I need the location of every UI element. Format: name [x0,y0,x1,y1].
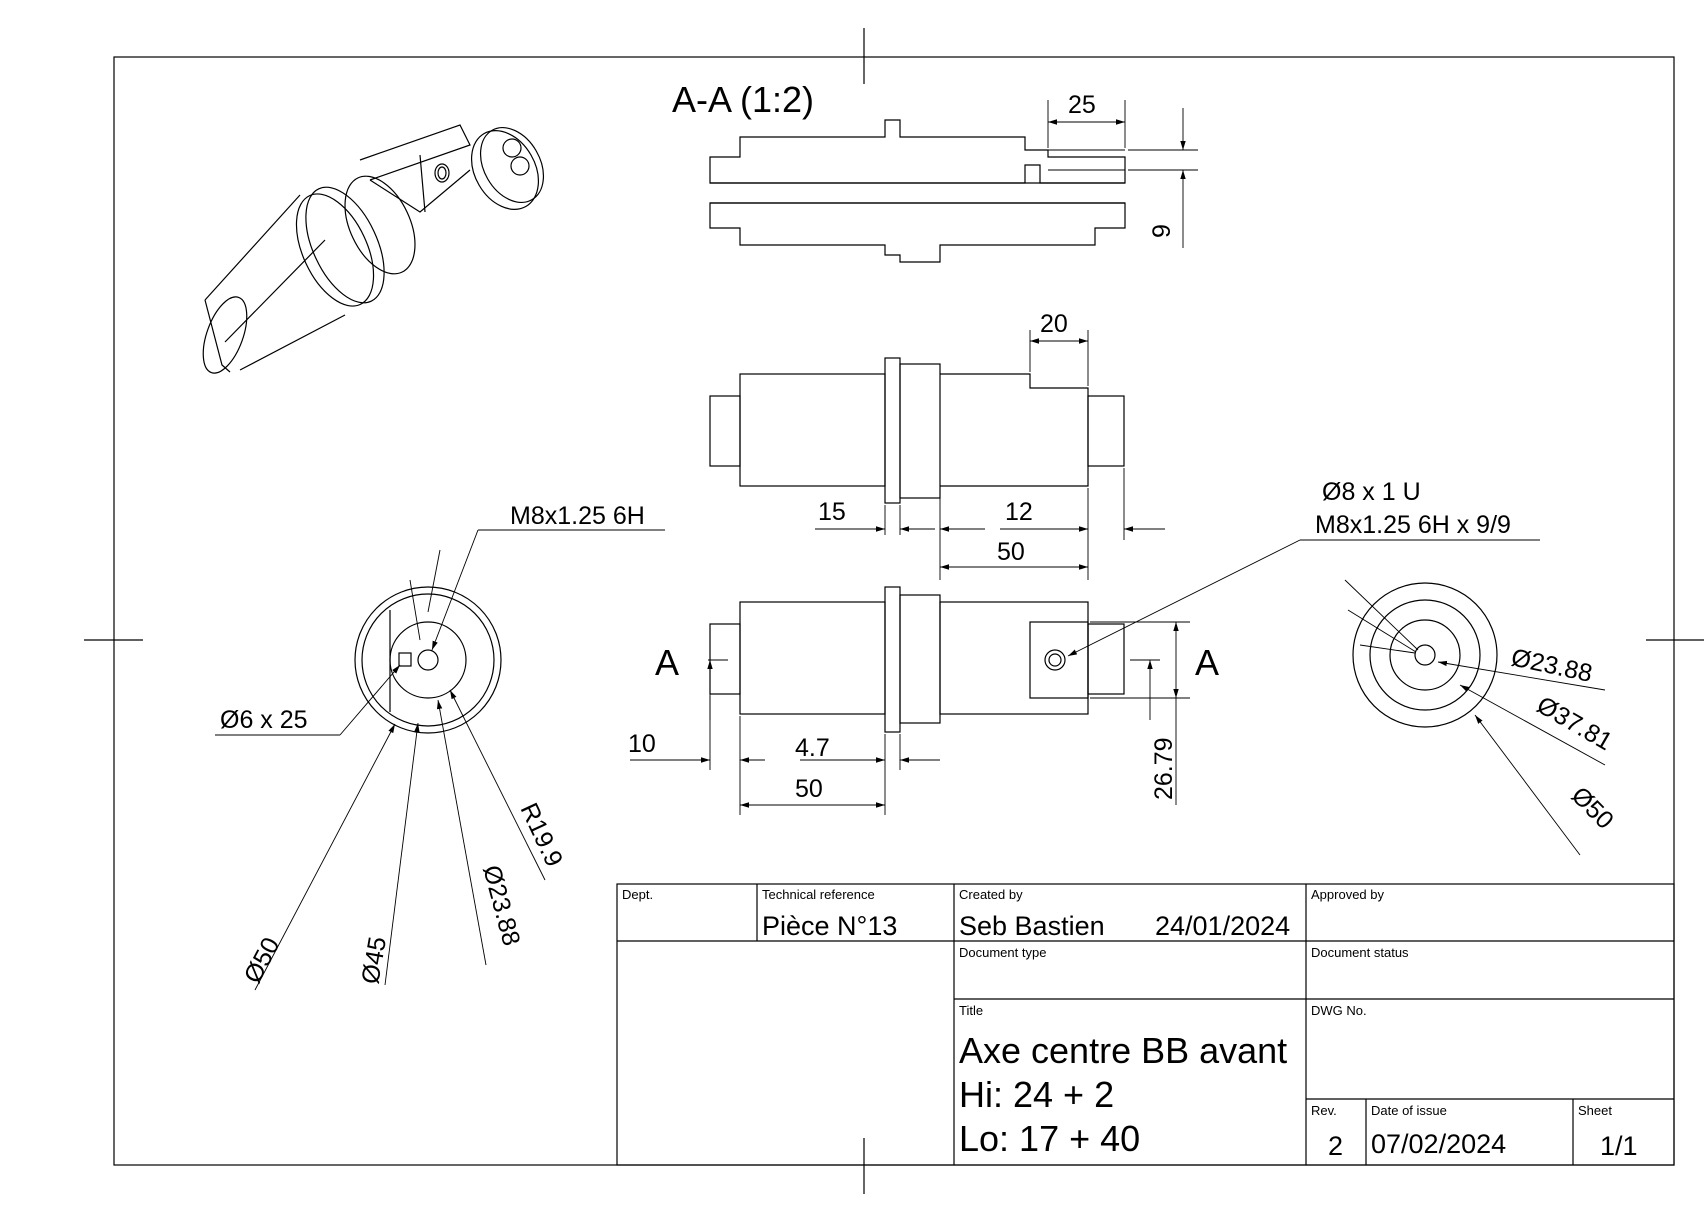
isometric-view [202,124,545,374]
dim-4-7: 4.7 [795,734,830,762]
dim-20: 20 [1040,310,1068,338]
dim-25: 25 [1068,91,1096,119]
dim-15: 15 [818,498,846,526]
dim-26-79: 26.79 [1150,737,1178,800]
section-title: A-A (1:2) [672,79,814,120]
title-line-1: Axe centre BB avant [959,1030,1287,1071]
dim-d50-right: Ø50 [1566,781,1619,834]
doctype-label: Document type [959,945,1046,960]
title-block [616,883,1675,1166]
issue-label: Date of issue [1371,1103,1447,1118]
dim-9: 9 [1148,224,1176,238]
title-line-3: Lo: 17 + 40 [959,1118,1140,1159]
dwg-label: DWG No. [1311,1003,1367,1018]
callout-thread-left: M8x1.25 6H [510,502,645,530]
callout-hole-left: Ø6 x 25 [220,706,308,734]
issue-value: 07/02/2024 [1371,1129,1506,1159]
rev-label: Rev. [1311,1103,1337,1118]
rev-value: 2 [1328,1131,1343,1161]
title-label: Title [959,1003,983,1018]
techref-label: Technical reference [762,887,875,902]
dept-label: Dept. [622,887,653,902]
dim-d45-left: Ø45 [356,935,392,986]
section-view [709,100,1198,263]
right-end-view [1344,579,1606,856]
side-view [709,330,1165,580]
dim-d50-left: Ø50 [239,933,286,988]
techref-value: Pièce N°13 [762,911,897,941]
docstatus-label: Document status [1311,945,1409,960]
dim-10: 10 [628,730,656,758]
created-label: Created by [959,887,1023,902]
callout-thread-depth: M8x1.25 6H x 9/9 [1315,511,1511,539]
sheet-label: Sheet [1578,1103,1612,1118]
approved-label: Approved by [1311,887,1384,902]
created-date: 24/01/2024 [1155,911,1290,941]
dim-d37-81-right: Ø37.81 [1532,691,1617,756]
dim-d23-88-left: Ø23.88 [477,862,525,948]
callout-hole-diameter: Ø8 x 1 U [1322,478,1421,506]
dim-50-side: 50 [997,538,1025,566]
left-end-view [215,529,665,991]
section-marker-a-right: A [1195,642,1219,683]
dim-12: 12 [1005,498,1033,526]
section-marker-a-left: A [655,642,679,683]
front-view [630,539,1540,815]
sheet-value: 1/1 [1600,1131,1638,1161]
created-value: Seb Bastien [959,911,1105,941]
title-line-2: Hi: 24 + 2 [959,1074,1114,1115]
dim-50-front: 50 [795,775,823,803]
